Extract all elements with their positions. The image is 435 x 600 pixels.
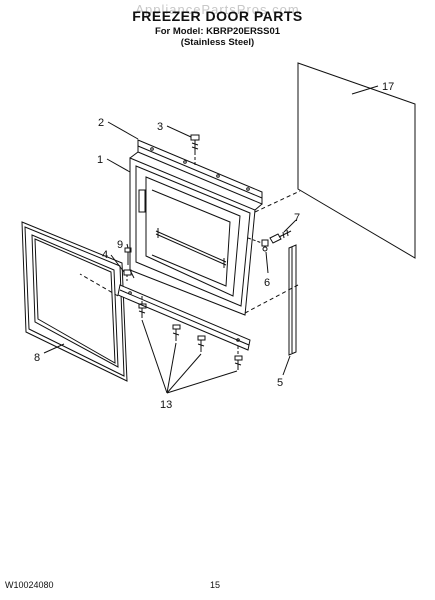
part-2-top-trim [129,139,263,211]
callout-1: 1 [97,154,103,166]
callout-4: 4 [102,249,108,261]
diagram-title: FREEZER DOOR PARTS [132,8,303,24]
callout-8: 8 [34,352,40,364]
part-7-screw [269,229,292,244]
part-1-door-frame [129,157,256,316]
callout-6: 6 [264,277,270,289]
part-5-side-strip [288,244,297,356]
part-3-screw [190,134,200,165]
callout-17: 17 [382,81,394,93]
doc-number: W10024080 [5,580,54,590]
page-number: 15 [210,580,221,590]
callout-2: 2 [98,117,104,129]
variant-line: (Stainless Steel) [180,37,255,48]
part-17-door-panel [297,62,416,259]
bottom-trim [117,284,251,351]
part-13-screws [138,296,243,370]
leader-lines [43,85,379,394]
model-line: For Model: KBRP20ERSS01 [154,26,281,37]
part-4-clip [123,269,132,282]
callout-13: 13 [160,399,172,411]
watermark: AppliancePartsPros.com [135,2,300,17]
callout-9: 9 [117,239,123,251]
part-6-bushing [247,237,269,252]
callout-5: 5 [277,377,283,389]
callout-7: 7 [294,212,300,224]
explode-lines [79,190,301,314]
model-info: For Model: KBRP20ERSS01 (Stainless Steel… [0,26,435,48]
part-8-gasket [21,221,128,382]
callout-3: 3 [157,121,163,133]
